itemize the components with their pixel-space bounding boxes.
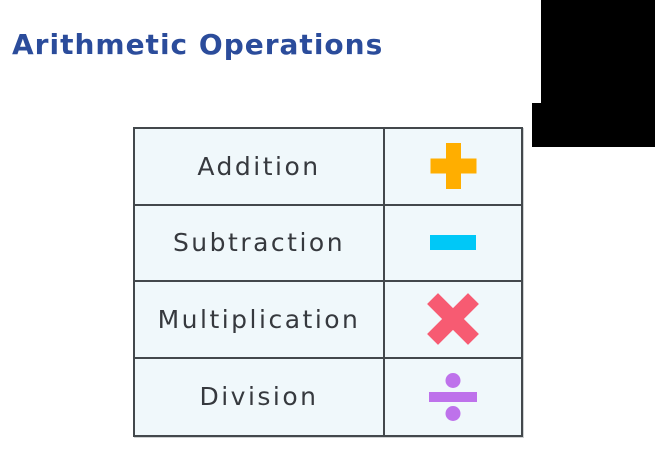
divide-icon xyxy=(429,372,477,421)
minus-icon xyxy=(430,235,476,251)
page-title: Arithmetic Operations xyxy=(12,28,384,61)
black-overlay-bottom xyxy=(532,103,655,147)
multiply-icon xyxy=(427,293,479,346)
operation-label-addition: Addition xyxy=(135,129,385,206)
operation-symbol-cell xyxy=(385,206,521,282)
operation-label-division: Division xyxy=(135,358,385,435)
operation-symbol-cell xyxy=(385,359,521,436)
operation-label-multiplication: Multiplication xyxy=(135,282,385,359)
operation-label-subtraction: Subtraction xyxy=(135,205,385,282)
operation-symbol-cell xyxy=(385,129,521,206)
black-overlay-top xyxy=(541,0,655,103)
operations-table: Addition Subtraction Multiplication Divi… xyxy=(133,127,523,437)
plus-icon xyxy=(430,143,476,190)
operation-symbol-cell xyxy=(385,282,521,359)
